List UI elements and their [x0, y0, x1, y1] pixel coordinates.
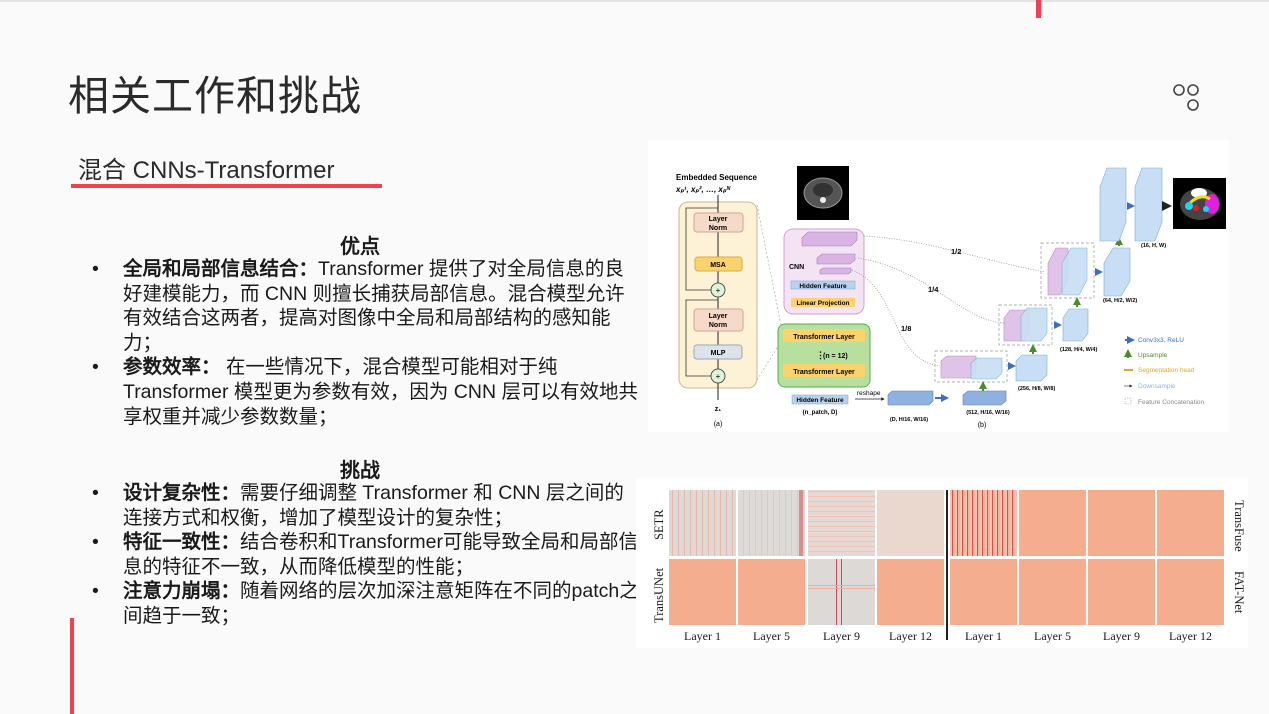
item-term: 全局和局部信息结合： [123, 258, 319, 280]
attention-map [1019, 490, 1086, 556]
svg-text:Layer: Layer [709, 216, 728, 223]
svg-text:1/2: 1/2 [951, 247, 961, 256]
attention-map [950, 490, 1017, 556]
layer-norm-box [693, 308, 744, 332]
list-item: •全局和局部信息结合：Transformer 提供了对全局信息的良好建模能力，而… [92, 258, 625, 354]
list-item: •注意力崩塌：随着网络的层次加深注意矩阵在不同的patch之间趋于一致； [92, 580, 639, 627]
attention-map [1088, 559, 1155, 625]
layer-label: Layer 1 [965, 629, 1002, 643]
svg-text:(256, H/8, W/8): (256, H/8, W/8) [1018, 386, 1055, 392]
embedded-sequence-label: Embedded Sequence [676, 173, 757, 182]
svg-text:(512, H/16, W/16): (512, H/16, W/16) [966, 410, 1010, 416]
svg-text:Norm: Norm [709, 322, 727, 329]
item-term: 特征一致性： [123, 531, 241, 554]
svg-text:+: + [716, 372, 721, 381]
diagram-legend: Conv3x3, ReLU Upsample Segmentation head… [1124, 336, 1205, 406]
attention-map [1157, 559, 1224, 625]
svg-text:Linear Projection: Linear Projection [796, 300, 849, 307]
svg-text:Segmentation head: Segmentation head [1138, 367, 1195, 374]
layer-label: Layer 5 [1034, 629, 1071, 643]
svg-text:(D, H/16, W/16): (D, H/16, W/16) [890, 417, 928, 423]
svg-text:Conv3x3, ReLU: Conv3x3, ReLU [1138, 337, 1184, 344]
svg-text:(16, H, W): (16, H, W) [1141, 243, 1166, 249]
svg-text:1/4: 1/4 [928, 285, 939, 294]
model-label-transunet: TransUNet [652, 567, 666, 623]
section-subtitle: 混合 CNNs-Transformer [78, 157, 335, 184]
svg-text:+: + [716, 286, 721, 295]
svg-text:Hidden Feature: Hidden Feature [796, 397, 844, 404]
accent-bar-top [1036, 0, 1041, 18]
architecture-diagram: Embedded Sequence xₚ¹, xₚ², …, xₚᴺ Layer… [648, 140, 1229, 432]
svg-text:Transformer Layer: Transformer Layer [793, 369, 855, 376]
svg-text:Feature Concatenation: Feature Concatenation [1138, 399, 1205, 406]
layer-norm-box [693, 212, 744, 233]
svg-text:Downsample: Downsample [1138, 383, 1176, 390]
model-label-fatnet: FAT-Net [1232, 571, 1246, 614]
svg-text:z₁: z₁ [715, 406, 722, 413]
attention-map [950, 559, 1017, 625]
svg-text:Norm: Norm [709, 225, 727, 232]
svg-text:Layer: Layer [709, 313, 728, 320]
three-circles-icon [1173, 84, 1199, 111]
svg-text:(b): (b) [978, 422, 987, 429]
layer-label: Layer 5 [753, 629, 790, 643]
subtitle-underline [71, 184, 382, 188]
svg-text:CNN: CNN [789, 264, 804, 271]
svg-text:MSA: MSA [710, 262, 726, 269]
item-text: 在一些情况下，混合模型可能相对于纯 Transformer 模型更为参数有效，因… [123, 356, 638, 428]
svg-text:1/8: 1/8 [901, 324, 911, 333]
top-border [0, 0, 1269, 2]
svg-text:(n_patch, D): (n_patch, D) [803, 410, 838, 416]
attention-map [669, 559, 736, 625]
attention-map [738, 559, 805, 625]
svg-text:Upsample: Upsample [1138, 352, 1168, 359]
item-text: 结合卷积和Transformer可能导致全局和局部信息的特征不一致，从而降低模型… [123, 531, 638, 578]
svg-text:⋮: ⋮ [816, 350, 825, 360]
item-term: 参数效率： [123, 356, 221, 379]
item-text: 随着网络的层次加深注意矩阵在不同的patch之间趋于一致； [123, 580, 639, 627]
attention-map-figure: SETR TransUNet TransFuse FAT-Net Layer 1… [636, 478, 1248, 648]
layer-label: Layer 12 [889, 629, 932, 643]
svg-text:(128, H/4, W/4): (128, H/4, W/4) [1060, 347, 1097, 353]
svg-text:Transformer Layer: Transformer Layer [793, 334, 855, 341]
attention-map [669, 490, 736, 556]
svg-text:(64, H/2, W/2): (64, H/2, W/2) [1103, 298, 1137, 304]
svg-text:MLP: MLP [711, 350, 726, 357]
layer-label: Layer 12 [1169, 629, 1212, 643]
attention-map [808, 559, 875, 625]
pros-heading: 优点 [340, 236, 380, 258]
svg-text:reshape: reshape [857, 390, 881, 397]
list-item: •参数效率： 在一些情况下，混合模型可能相对于纯 Transformer 模型更… [92, 356, 638, 428]
item-term: 设计复杂性： [123, 482, 241, 504]
msa-box [694, 256, 743, 272]
figure-divider [946, 490, 948, 640]
layer-label: Layer 9 [1103, 629, 1140, 643]
pros-list: •全局和局部信息结合：Transformer 提供了对全局信息的良好建模能力，而… [92, 257, 640, 429]
slide-title: 相关工作和挑战 [68, 73, 362, 119]
attention-map [738, 490, 805, 556]
mlp-box [693, 344, 743, 360]
cons-heading: 挑战 [340, 460, 380, 482]
attention-map [1088, 490, 1155, 556]
cons-list: •设计复杂性：需要仔细调整 Transformer 和 CNN 层之间的连接方式… [92, 481, 640, 629]
model-label-transfuse: TransFuse [1232, 500, 1246, 552]
layer-label: Layer 9 [823, 629, 860, 643]
attention-map [877, 490, 944, 556]
attention-map [808, 490, 875, 556]
item-text: Transformer 提供了对全局信息的良好建模能力，而 CNN 则擅长捕获局… [123, 258, 625, 354]
layer-label: Layer 1 [684, 629, 721, 643]
item-text: 需要仔细调整 Transformer 和 CNN 层之间的连接方式和权衡，增加了… [123, 482, 624, 529]
list-item: •设计复杂性：需要仔细调整 Transformer 和 CNN 层之间的连接方式… [92, 482, 624, 529]
svg-text:(a): (a) [714, 421, 723, 428]
svg-text:(n = 12): (n = 12) [823, 353, 848, 360]
accent-bar-left [70, 618, 74, 714]
list-item: •特征一致性：结合卷积和Transformer可能导致全局和局部信息的特征不一致… [92, 531, 638, 578]
item-term: 注意力崩塌： [123, 580, 241, 603]
attention-map [1019, 559, 1086, 625]
svg-text:Hidden Feature: Hidden Feature [799, 283, 847, 290]
attention-map [1157, 490, 1224, 556]
model-label-setr: SETR [652, 509, 666, 540]
sequence-math: xₚ¹, xₚ², …, xₚᴺ [675, 185, 731, 194]
attention-map [877, 559, 944, 625]
